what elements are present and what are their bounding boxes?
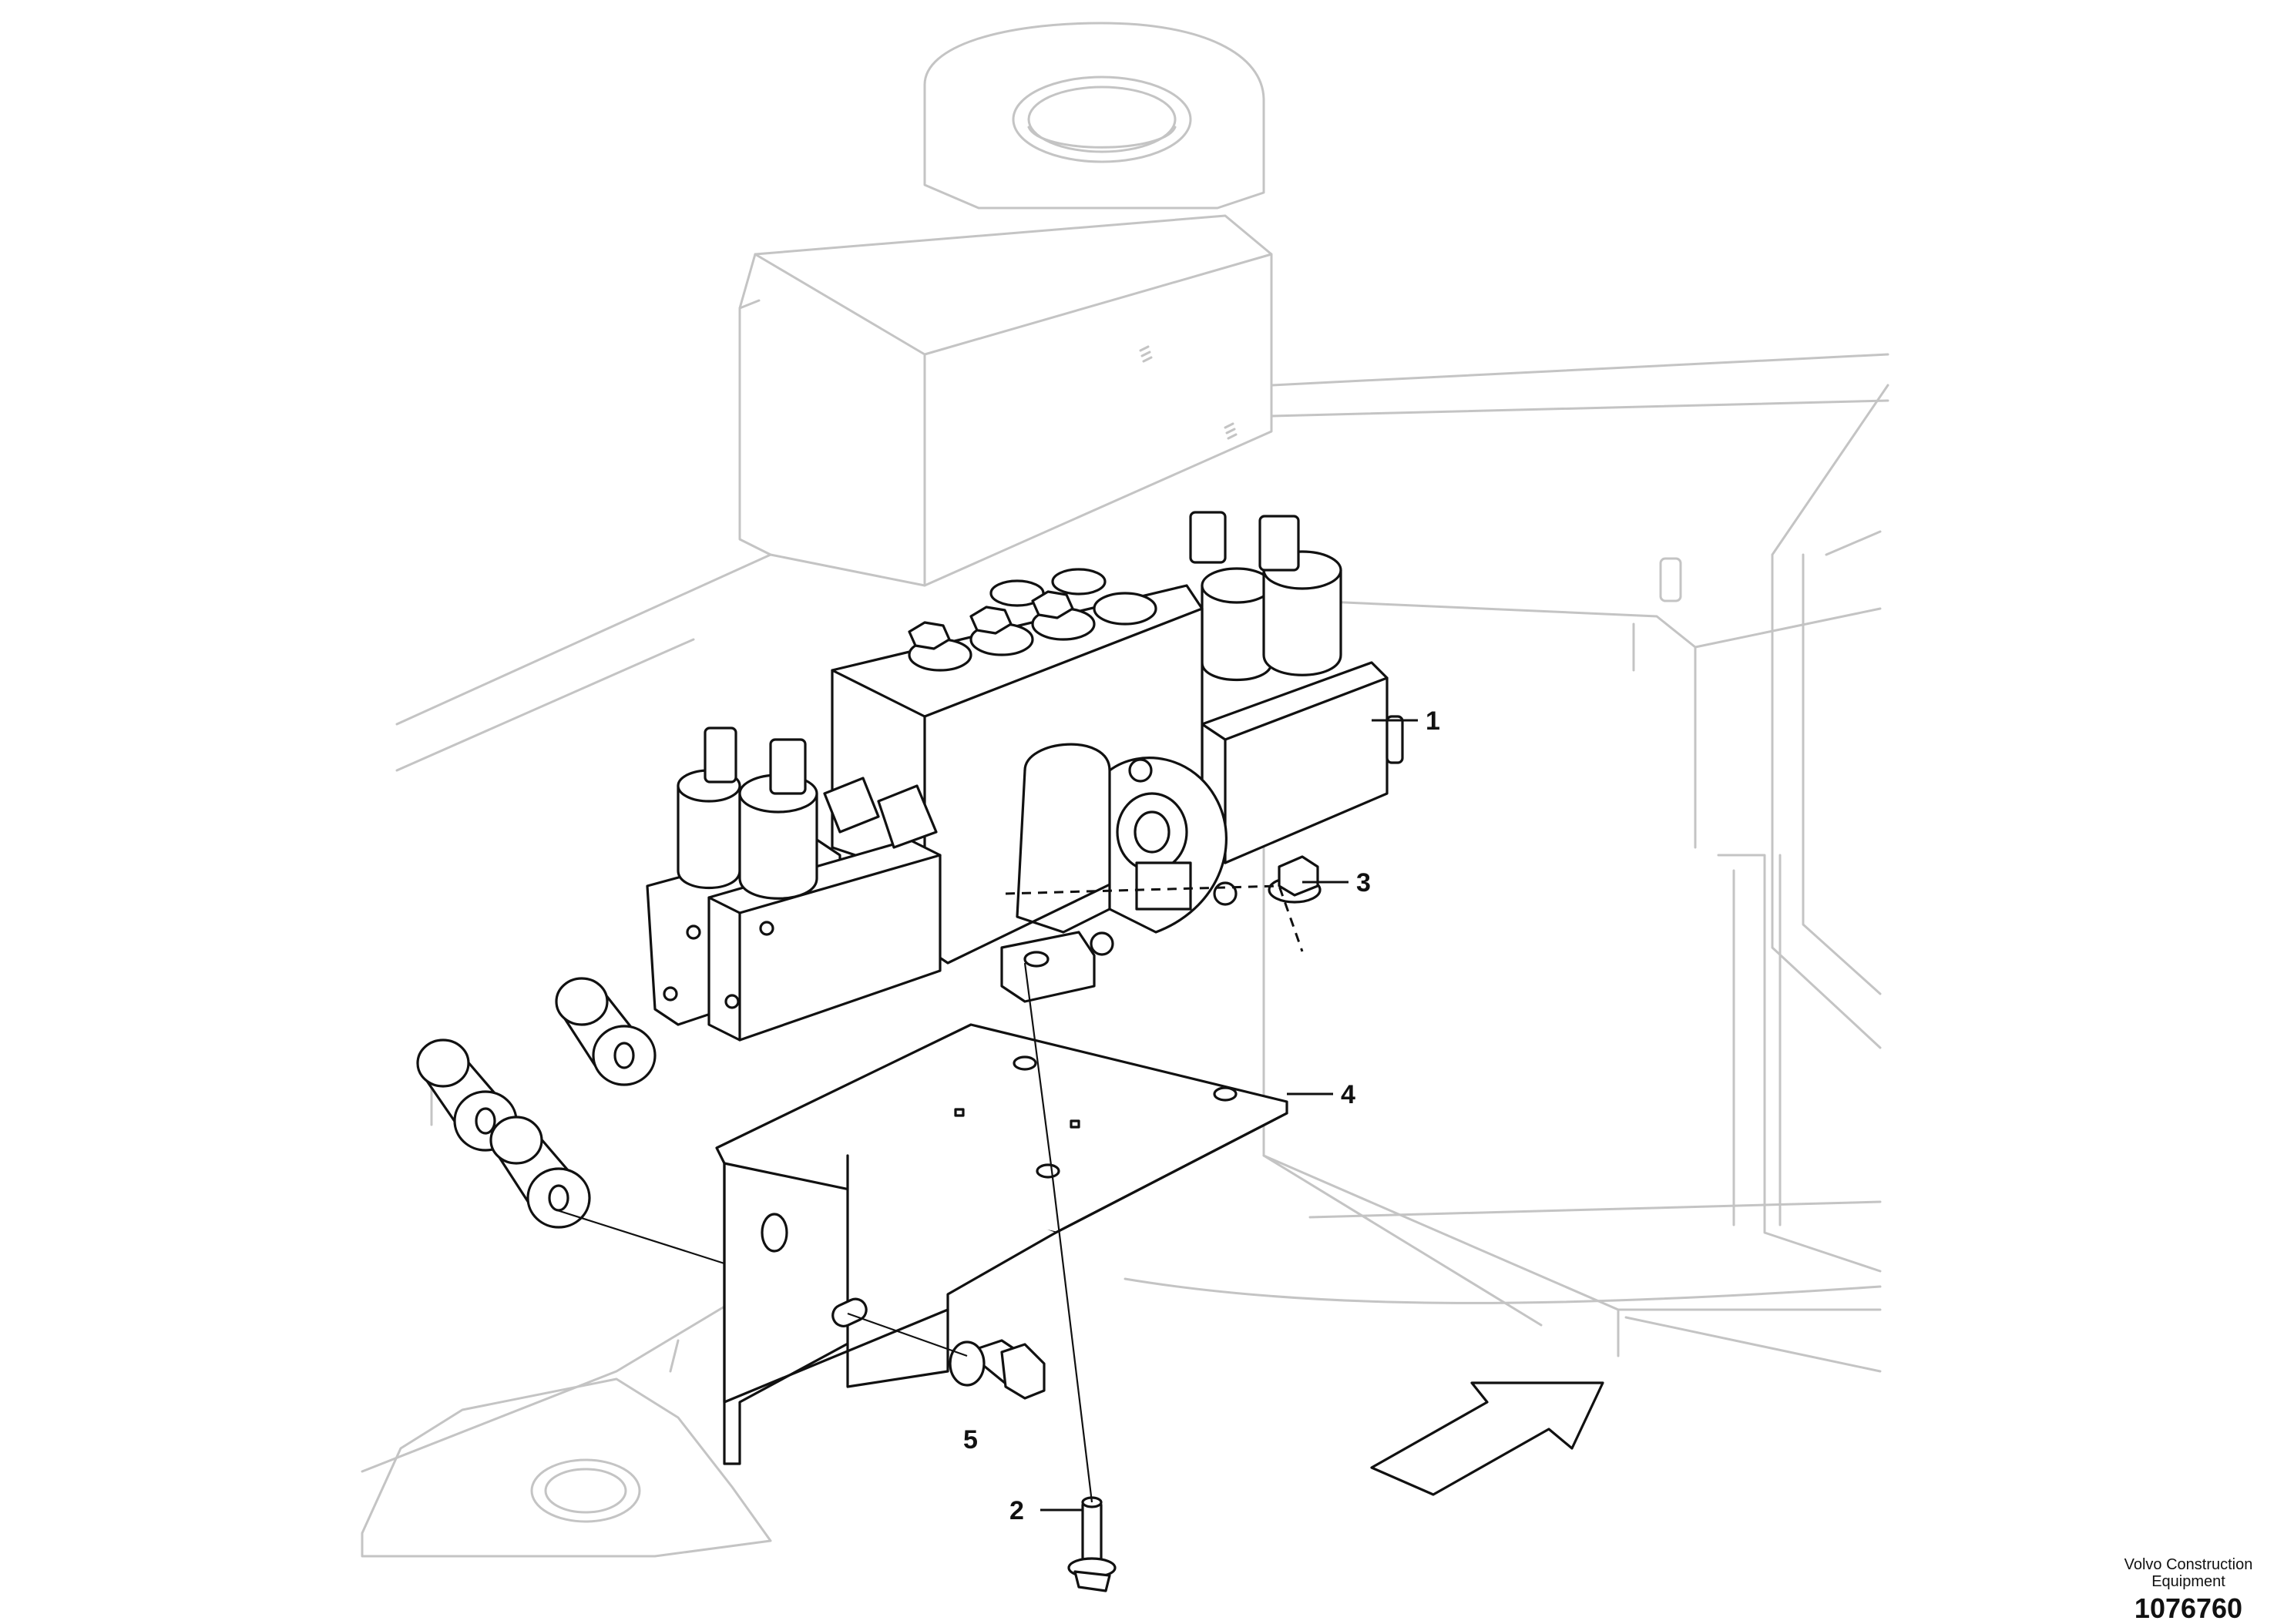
callout-5: 5 <box>963 1425 978 1455</box>
mounting-bracket <box>715 1023 1288 1465</box>
callout-leaders <box>1040 719 1418 1512</box>
company-name: Volvo Construction Equipment <box>2124 1556 2253 1590</box>
callout-3: 3 <box>1356 868 1371 898</box>
callout-2: 2 <box>1009 1496 1024 1525</box>
flange-screw-side <box>949 1339 1046 1400</box>
direction-arrow-icon <box>1370 1381 1604 1496</box>
flange-nut <box>1268 855 1322 904</box>
flange-screw-bottom <box>1067 1496 1117 1592</box>
rubber-spacers <box>416 977 657 1229</box>
machine-frame-background <box>361 22 1889 1558</box>
figure-number: 1076760 <box>2134 1592 2243 1624</box>
callout-1: 1 <box>1426 706 1440 736</box>
valve-block-assembly <box>646 511 1404 1042</box>
assembly-lines <box>554 884 1304 1503</box>
callout-4: 4 <box>1341 1080 1355 1109</box>
